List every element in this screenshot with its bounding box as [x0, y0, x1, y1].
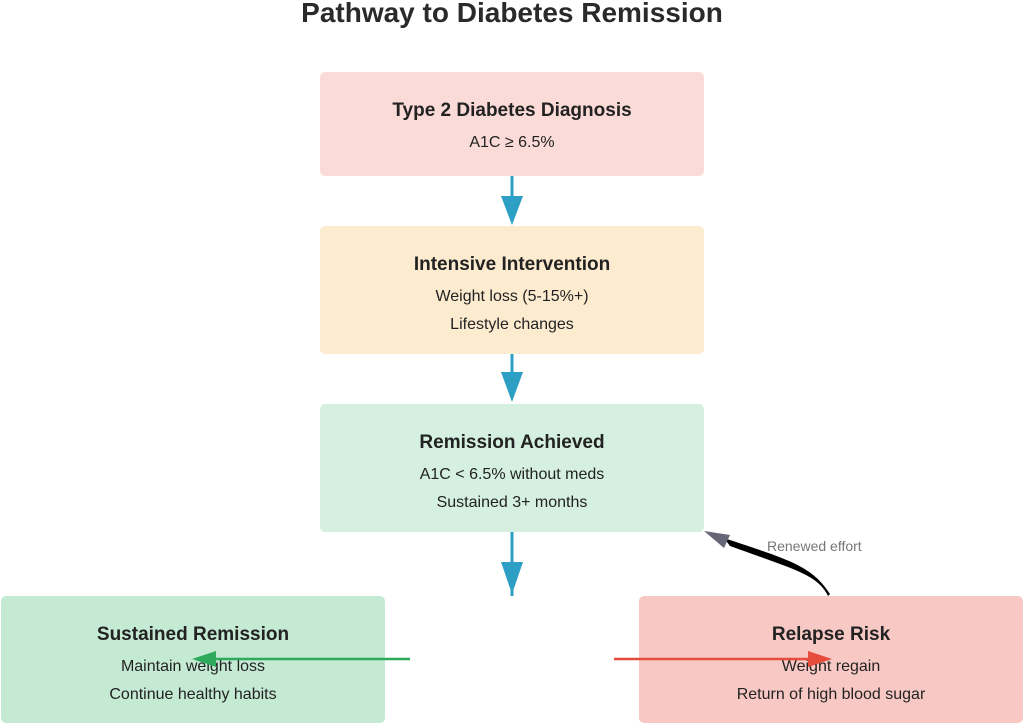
node-diagnosis: Type 2 Diabetes Diagnosis A1C ≥ 6.5% — [320, 72, 704, 176]
edge-renewed-effort-label: Renewed effort — [767, 538, 862, 554]
node-relapse-line-2: Return of high blood sugar — [736, 686, 926, 703]
node-diagnosis-line-1: A1C ≥ 6.5% — [469, 134, 555, 151]
edge-intervention-to-remission — [501, 354, 523, 402]
edge-remission-down — [501, 532, 523, 596]
node-intervention: Intensive Intervention Weight loss (5-15… — [320, 226, 704, 354]
node-relapse-line-1: Weight regain — [781, 658, 881, 675]
node-sustained-line-1: Maintain weight loss — [120, 658, 266, 675]
node-intervention-line-2: Lifestyle changes — [450, 316, 574, 333]
node-remission-line-2: Sustained 3+ months — [436, 494, 588, 511]
edge-diagnosis-to-intervention — [501, 176, 523, 225]
node-intervention-title: Intensive Intervention — [413, 254, 611, 275]
node-diagnosis-title: Type 2 Diabetes Diagnosis — [392, 100, 632, 121]
node-sustained-line-2: Continue healthy habits — [109, 686, 277, 703]
node-remission-title: Remission Achieved — [419, 432, 605, 453]
node-intervention-line-1: Weight loss (5-15%+) — [435, 288, 589, 305]
diagram-title: Pathway to Diabetes Remission — [301, 0, 723, 28]
node-sustained-title: Sustained Remission — [96, 624, 290, 645]
node-relapse: Relapse Risk Weight regain Return of hig… — [639, 596, 1023, 723]
node-relapse-title: Relapse Risk — [771, 624, 891, 645]
node-remission: Remission Achieved A1C < 6.5% without me… — [320, 404, 704, 532]
node-sustained: Sustained Remission Maintain weight loss… — [1, 596, 385, 723]
node-remission-line-1: A1C < 6.5% without meds — [419, 466, 605, 483]
